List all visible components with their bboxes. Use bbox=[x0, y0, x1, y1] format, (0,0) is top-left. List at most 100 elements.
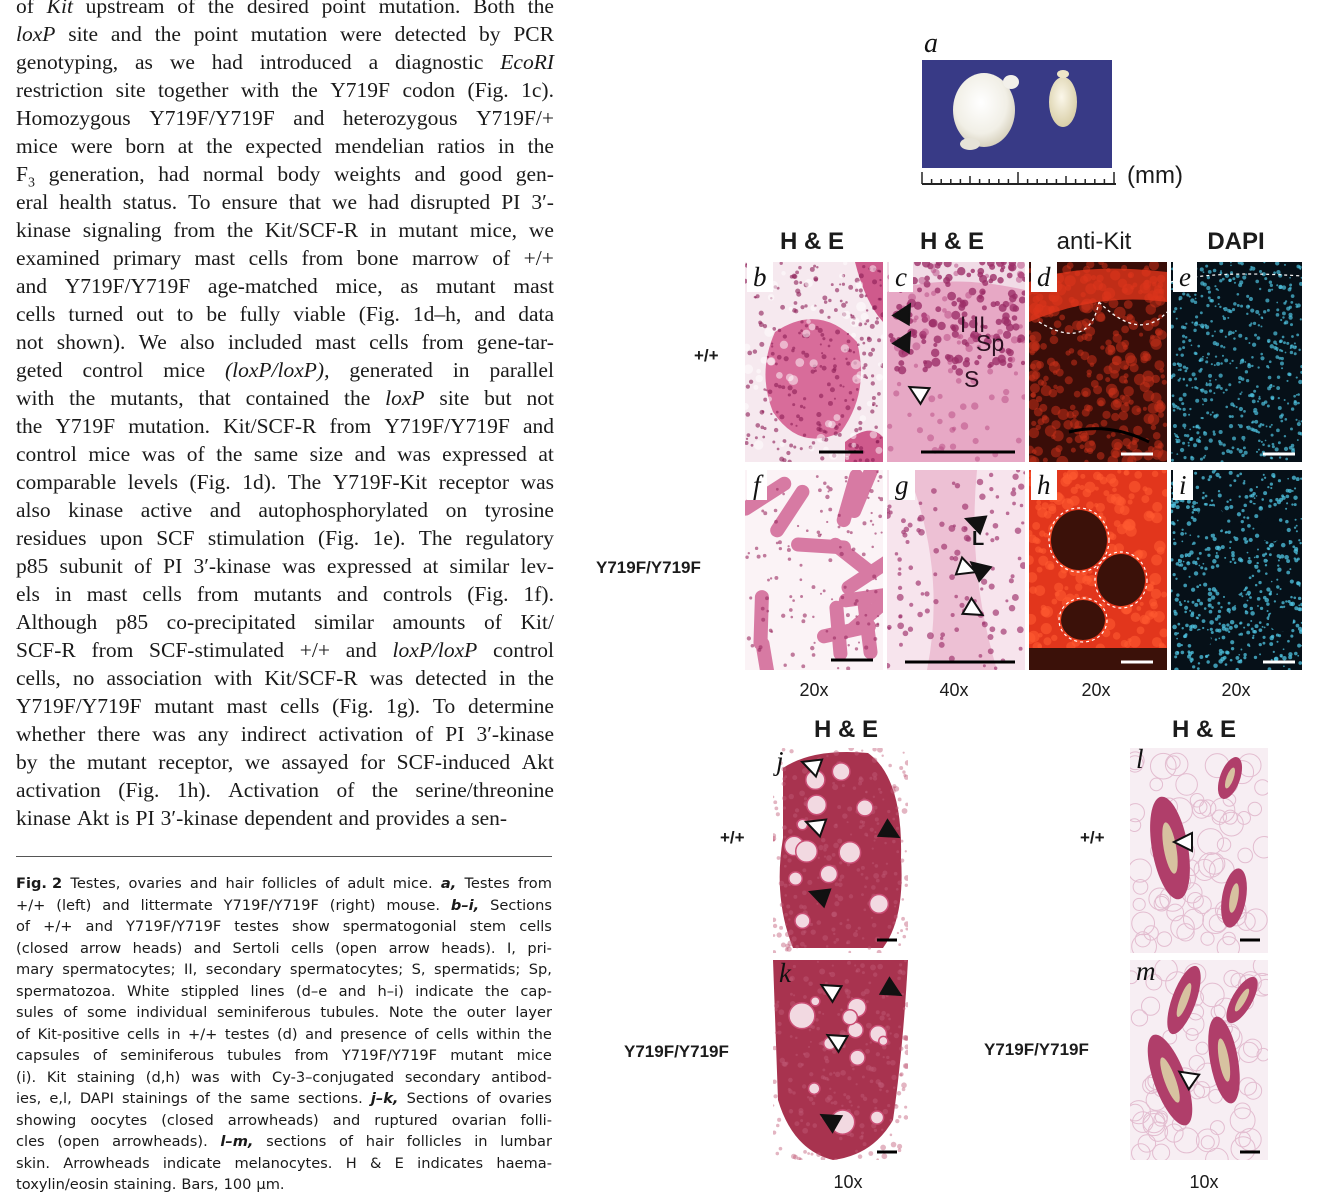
row-label-ovary-mutant: Y719F/Y719F bbox=[624, 1042, 729, 1061]
word: gene-tar- bbox=[476, 330, 554, 354]
word: mutant bbox=[86, 750, 147, 774]
magnification-e-i: 20x bbox=[1221, 680, 1251, 700]
word: detected bbox=[415, 666, 487, 690]
word: PI bbox=[501, 190, 521, 214]
word: was bbox=[141, 442, 176, 466]
word: normal bbox=[202, 162, 264, 186]
word: of bbox=[336, 778, 355, 802]
word: in bbox=[452, 358, 470, 382]
word: lines bbox=[250, 982, 285, 1000]
word: mouse. bbox=[386, 896, 441, 914]
word: Activation bbox=[228, 778, 320, 802]
word: of bbox=[16, 918, 31, 935]
word: SCF bbox=[156, 526, 195, 550]
word: capsules bbox=[16, 1047, 80, 1064]
word: mendelian bbox=[334, 134, 425, 158]
word: upstream bbox=[85, 0, 165, 18]
word: contained bbox=[245, 386, 330, 410]
word: arrowheads) bbox=[227, 1111, 319, 1129]
word: secondary bbox=[205, 961, 282, 978]
word: determine bbox=[467, 694, 554, 718]
word: mice. bbox=[392, 875, 433, 892]
word: out bbox=[136, 302, 164, 326]
word: and bbox=[110, 22, 142, 46]
word: PCR bbox=[513, 22, 554, 46]
word: (Fig. bbox=[358, 302, 400, 326]
word: from bbox=[173, 218, 216, 242]
magnification-b-f: 20x bbox=[799, 680, 829, 700]
magnification-skin: 10x bbox=[1189, 1172, 1219, 1192]
word: receptor bbox=[438, 470, 510, 494]
word: the bbox=[371, 778, 399, 802]
word: included bbox=[227, 330, 302, 354]
header-skin-he: H & E bbox=[1171, 716, 1236, 743]
word: we bbox=[169, 50, 195, 74]
word: spermatocytes; bbox=[289, 961, 404, 978]
word: cells bbox=[248, 246, 289, 270]
magnification-ovary: 10x bbox=[833, 1172, 863, 1192]
word: PI bbox=[163, 554, 183, 578]
word: cells bbox=[369, 330, 409, 354]
word: Kit/SCF-R bbox=[264, 218, 359, 242]
word: and bbox=[336, 582, 368, 606]
word: antibod- bbox=[491, 1068, 552, 1086]
word: DAPI bbox=[79, 1090, 114, 1107]
word: loxP/loxP bbox=[392, 638, 478, 662]
word: stippled bbox=[180, 982, 240, 1000]
header-ovary-he: H & E bbox=[813, 716, 878, 743]
word: cells bbox=[279, 694, 320, 718]
caption-divider bbox=[16, 856, 552, 857]
word: assayed bbox=[281, 750, 349, 774]
word: spermatogonial bbox=[342, 918, 457, 935]
word: mice bbox=[16, 134, 58, 158]
word: mutation. bbox=[128, 414, 211, 438]
word: autophosphorylated bbox=[258, 498, 428, 522]
word: in bbox=[498, 666, 516, 690]
word: mutant bbox=[435, 274, 496, 298]
word: within bbox=[476, 1025, 521, 1043]
panel-letter-f: f bbox=[747, 470, 767, 500]
word: Y719F/Y719F bbox=[16, 694, 142, 718]
word: by bbox=[16, 750, 38, 774]
word: show bbox=[291, 918, 330, 935]
word: expected bbox=[245, 134, 322, 158]
word: and bbox=[345, 638, 377, 662]
word: Testes, bbox=[70, 875, 121, 892]
word: and bbox=[338, 806, 370, 830]
word: arrow bbox=[388, 939, 430, 957]
word: was bbox=[191, 1068, 220, 1086]
word: active bbox=[140, 498, 193, 522]
word: body bbox=[277, 162, 321, 186]
row-label-skin-wildtype: +/+ bbox=[1080, 828, 1105, 847]
word: F3 bbox=[16, 162, 35, 191]
word: and bbox=[522, 414, 554, 438]
word: H bbox=[345, 1154, 357, 1172]
word: pri- bbox=[527, 939, 552, 957]
word: of bbox=[92, 1047, 108, 1064]
word: introduced bbox=[259, 50, 352, 74]
word: whether bbox=[16, 722, 86, 746]
word: also bbox=[180, 330, 215, 354]
word: in bbox=[54, 582, 72, 606]
word: ovaries bbox=[128, 875, 182, 892]
word: expressed bbox=[442, 442, 527, 466]
word: l–m, bbox=[220, 1133, 254, 1150]
column-header-anti-kit: anti-Kit bbox=[1056, 228, 1132, 255]
word: seminiferous bbox=[120, 1047, 215, 1064]
word: parallel bbox=[489, 358, 554, 382]
word: the bbox=[218, 1090, 242, 1107]
word: Y719F bbox=[330, 78, 390, 102]
magnification-c-g: 40x bbox=[939, 680, 969, 700]
word: and bbox=[338, 982, 367, 1000]
word: mutants, bbox=[110, 386, 184, 410]
